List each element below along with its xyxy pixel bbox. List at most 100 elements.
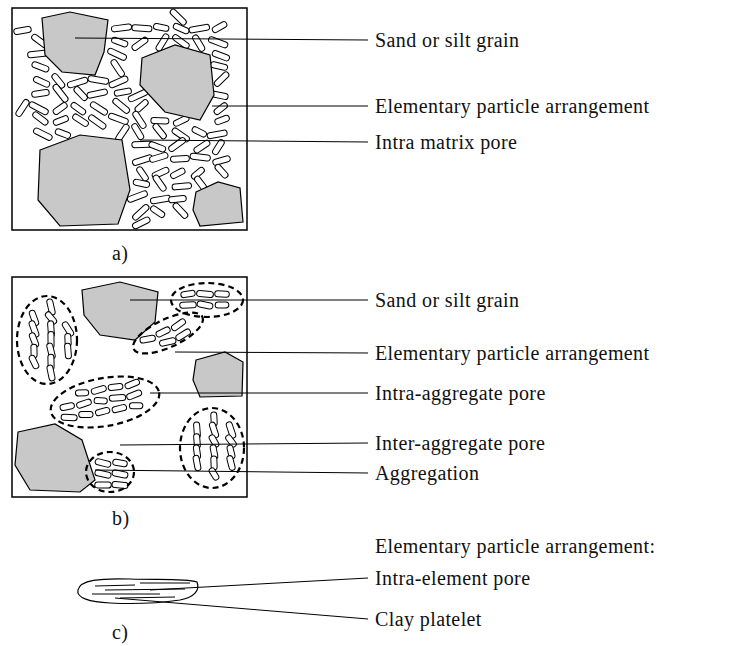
panel-b-frame (12, 277, 247, 497)
clay-platelet (109, 394, 126, 401)
clay-platelet (64, 343, 71, 359)
sand-grains (15, 12, 243, 492)
clay-platelet (196, 290, 213, 298)
clay-platelet (88, 75, 110, 84)
clay-platelet (60, 402, 75, 411)
clay-platelet (52, 102, 68, 116)
clay-platelet (212, 155, 231, 166)
clay-platelet (33, 127, 54, 141)
clay-platelet (214, 114, 230, 125)
clay-platelet (210, 61, 228, 71)
clay-platelet (54, 128, 71, 139)
clay-platelet (61, 414, 77, 421)
clay-platelet (112, 481, 129, 489)
clay-platelet (215, 291, 230, 298)
clay-platelet (112, 404, 128, 413)
clay-platelet (112, 97, 131, 114)
clay-platelet (111, 24, 132, 33)
clay-platelet (87, 114, 107, 130)
clay-platelet (72, 113, 90, 128)
clay-platelet (87, 89, 108, 99)
clay-platelet (114, 88, 132, 97)
clay-platelet (73, 86, 89, 102)
clay-platelet (207, 130, 228, 140)
clay-platelet (150, 195, 171, 204)
clay-platelet (151, 117, 169, 124)
aggregate-outline (128, 304, 209, 361)
clay-platelet (133, 179, 150, 188)
component-label: Elementary particle arrangement (375, 341, 649, 365)
clay-platelet (89, 101, 108, 116)
clay-platelet (193, 139, 211, 154)
clay-platelet (70, 101, 87, 116)
clay-platelet (208, 36, 229, 49)
clay-platelet (28, 354, 40, 369)
clay-platelet (108, 112, 129, 125)
clay-platelet (52, 115, 69, 126)
sand-grain (15, 424, 95, 492)
clay-platelet (226, 455, 236, 471)
clay-platelet (94, 397, 107, 404)
clay-platelet (79, 411, 93, 417)
clay-platelet (75, 390, 89, 397)
clay-platelet (31, 89, 49, 97)
clay-platelet (168, 136, 187, 152)
clay-platelet (215, 302, 229, 308)
clay-platelet (170, 155, 189, 162)
aggregate-outline (17, 296, 77, 384)
clay-platelet (197, 300, 214, 309)
sand-grain (38, 135, 130, 226)
panel-letter: a) (112, 241, 128, 265)
sand-grain (140, 45, 214, 120)
clay-platelet (180, 290, 195, 298)
clay-platelet (76, 398, 92, 409)
clay-platelet (170, 167, 186, 179)
clay-platelet (13, 26, 31, 35)
component-label: Intra matrix pore (375, 130, 517, 154)
clay-platelet (152, 122, 168, 139)
clay-platelet (95, 458, 112, 468)
component-label: Elementary particle arrangement (375, 94, 649, 118)
clay-platelet (132, 24, 152, 31)
clay-platelet (112, 459, 127, 467)
sand-grain (193, 182, 243, 226)
panel-a-frame (12, 8, 247, 230)
aggregate-outlines (17, 283, 244, 492)
clay-platelet (214, 163, 229, 179)
clay-platelet (149, 152, 169, 163)
clay-platelet (132, 216, 151, 230)
component-label: Elementary particle arrangement: (375, 534, 655, 558)
aggregate-outline (47, 369, 164, 435)
component-label: Sand or silt grain (375, 288, 519, 312)
sand-grain (82, 282, 158, 340)
clay-platelet (172, 182, 192, 190)
clay-platelet (152, 174, 167, 192)
clay-platelet (180, 302, 197, 309)
clay-platelet (52, 83, 69, 103)
clay-platelet (131, 123, 145, 141)
clay-platelet (213, 102, 229, 116)
clay-platelet (108, 75, 129, 88)
clay-platelet (95, 407, 111, 417)
clay-platelet (95, 482, 112, 488)
clay-platelet (208, 467, 220, 481)
clay-platelet (107, 47, 128, 61)
clay-platelet (213, 71, 230, 88)
clay-platelet (31, 61, 50, 73)
clay-platelet (129, 403, 142, 409)
clay-platelet (148, 141, 166, 153)
leader-lines (75, 38, 368, 619)
clay-platelet (172, 202, 189, 220)
panel-letter: c) (112, 620, 128, 644)
aggregate-outline (86, 452, 134, 492)
clay-platelet (33, 76, 51, 89)
clay-platelet (191, 126, 207, 138)
component-label: Clay platelet (375, 607, 482, 631)
sand-grain (193, 352, 243, 397)
clay-platelet (170, 318, 186, 332)
clay-platelet (140, 335, 156, 344)
clay-platelet (168, 195, 186, 203)
clay-platelet (126, 389, 143, 400)
sand-grain (42, 12, 108, 75)
clay-platelet (112, 469, 129, 478)
